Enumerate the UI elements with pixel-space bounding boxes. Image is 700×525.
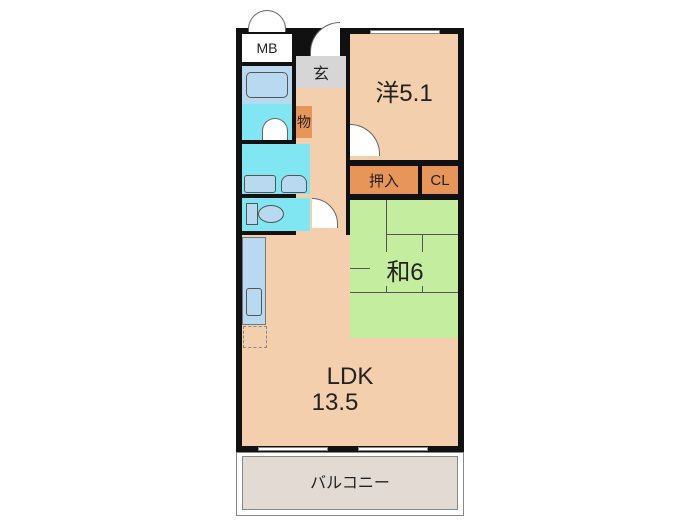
balcony-label: バルコニー bbox=[310, 475, 390, 492]
room-mb bbox=[242, 34, 292, 62]
ldk-label: LDK bbox=[326, 363, 374, 390]
ldk-size: 13.5 bbox=[311, 389, 359, 416]
window-ldk-left bbox=[258, 447, 328, 451]
bathtub-icon bbox=[246, 72, 288, 98]
room-closet bbox=[422, 166, 458, 194]
entrance-label: 玄 bbox=[312, 66, 329, 83]
washing-machine-icon bbox=[244, 175, 276, 193]
japanese-label: 和6 bbox=[370, 252, 440, 286]
western-label: 洋5.1 bbox=[375, 79, 433, 107]
room-storage bbox=[296, 106, 312, 138]
toilet-icon bbox=[246, 203, 258, 225]
window-ldk-right bbox=[358, 447, 428, 451]
closet-label: CL bbox=[430, 171, 450, 189]
window-top bbox=[370, 30, 440, 34]
mb-label: MB bbox=[256, 40, 278, 56]
bath-door[interactable] bbox=[262, 118, 288, 140]
oshiire-label: 押入 bbox=[368, 172, 399, 190]
room-oshiire bbox=[350, 166, 418, 194]
balcony-floor bbox=[242, 456, 458, 510]
storage-label: 物 bbox=[297, 114, 311, 130]
room-entrance bbox=[296, 56, 346, 88]
mb-door[interactable] bbox=[248, 10, 286, 32]
kitchen-sink-icon bbox=[246, 288, 262, 316]
toilet-bowl-icon bbox=[258, 205, 284, 223]
sink-icon bbox=[281, 175, 307, 193]
fridge-space-icon bbox=[243, 326, 267, 348]
